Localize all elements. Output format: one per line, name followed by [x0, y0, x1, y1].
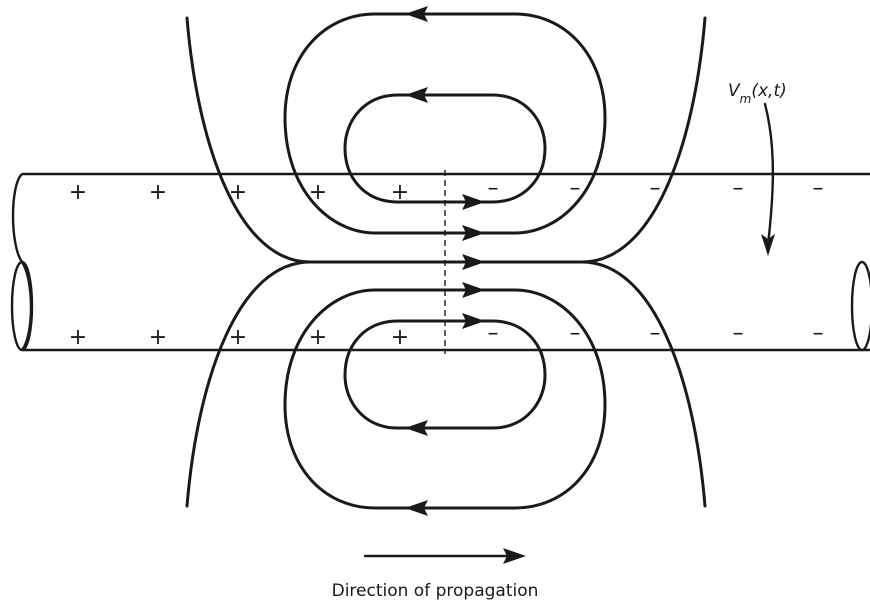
minus-charge-top-5: –: [813, 176, 824, 201]
arrow-right-1: [462, 194, 485, 210]
arrow-left-outer-top: [405, 6, 428, 22]
plus-charge-top-5: +: [391, 180, 409, 205]
upper-inner-loop: [343, 93, 547, 204]
upper-outer-left-curve: [185, 16, 447, 264]
arrow-left-inner-top: [405, 87, 428, 103]
vm-label-subscript: m: [740, 92, 752, 106]
minus-charge-top-4: –: [733, 176, 744, 201]
vm-annotation: Vm(x,t): [728, 81, 787, 256]
minus-charge-bottom-1: –: [488, 321, 499, 346]
minus-charge-bottom-4: –: [733, 321, 744, 346]
propagation-arrow-head: [503, 548, 526, 564]
vm-label-base: V: [728, 81, 741, 101]
upper-outer-right-curve: [443, 16, 707, 264]
axon-left-end: [10, 260, 34, 352]
plus-charge-top-3: +: [229, 180, 247, 205]
lower-current-loops: [185, 260, 707, 510]
lower-outer-right-curve: [580, 260, 707, 508]
vm-arrow-head: [761, 234, 775, 256]
upper-current-loops: [185, 12, 707, 264]
vm-label-args: (x,t): [751, 81, 786, 101]
plus-charge-top-2: +: [149, 180, 167, 205]
propagation-annotation: Direction of propagation: [332, 548, 539, 601]
arrow-left-inner-bottom: [405, 420, 428, 436]
minus-charge-top-3: –: [650, 176, 661, 201]
plus-charge-top-1: +: [69, 180, 87, 205]
lower-middle-loop: [283, 288, 607, 510]
plus-charge-bottom-3: +: [229, 325, 247, 350]
plus-charge-bottom-1: +: [69, 325, 87, 350]
lower-inner-loop: [343, 319, 547, 430]
minus-charge-top-2: –: [570, 176, 581, 201]
axon-right-end: [850, 260, 870, 352]
arrow-right-3: [462, 254, 485, 270]
lower-outer-left-curve: [185, 260, 312, 508]
propagation-label: Direction of propagation: [332, 581, 539, 601]
upper-middle-loop: [283, 12, 607, 235]
vm-arrow-shaft: [763, 102, 775, 247]
minus-charge-bottom-3: –: [650, 321, 661, 346]
minus-charge-bottom-2: –: [570, 321, 581, 346]
current-arrows: [405, 6, 485, 516]
arrow-left-outer-bottom: [405, 500, 428, 516]
vm-label: Vm(x,t): [728, 81, 787, 106]
membrane-charges: + + + + + – – – – – + + + + + – – – – –: [69, 176, 824, 350]
axon-cylinder: [10, 172, 870, 352]
plus-charge-top-4: +: [309, 180, 327, 205]
plus-charge-bottom-2: +: [149, 325, 167, 350]
plus-charge-bottom-4: +: [309, 325, 327, 350]
plus-charge-bottom-5: +: [391, 325, 409, 350]
arrow-right-2: [462, 225, 485, 241]
minus-charge-bottom-5: –: [813, 321, 824, 346]
minus-charge-top-1: –: [488, 176, 499, 201]
arrow-right-5: [462, 313, 485, 329]
arrow-right-4: [462, 282, 485, 298]
